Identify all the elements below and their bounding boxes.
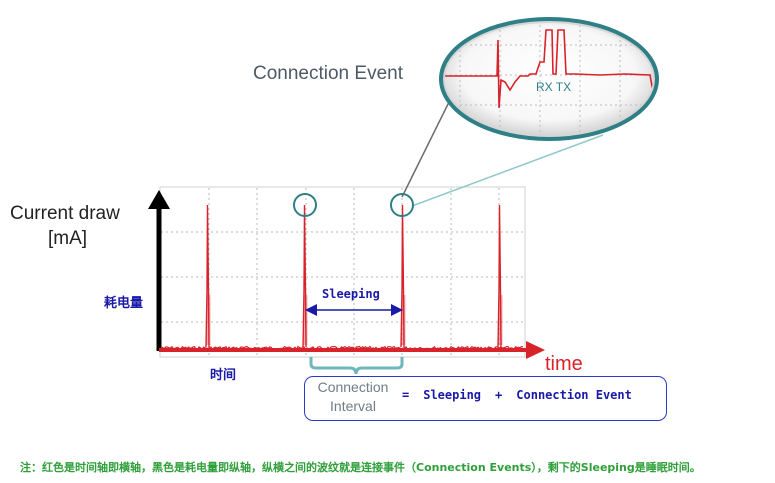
current-spike-shadow [401,295,406,345]
plus-sign: + [495,388,503,402]
rx-tx-label: RX TX [536,80,572,94]
spike-highlight-circle [293,193,317,217]
current-spike [205,204,210,348]
y-axis-title: Current draw [mA] [10,201,150,251]
y-axis-title-line1: Current draw [10,203,120,224]
magnifier-lens-inner [445,23,653,135]
current-spike [497,204,502,348]
connection-event-waveform [445,29,653,111]
connection-interval-line1: Connection [317,379,389,395]
zoom-guide-line [401,95,453,198]
plot-area [159,186,526,358]
connection-interval-bracket [309,357,404,375]
connection-interval-label: Connection Interval [309,378,397,416]
current-spike-shadow [303,295,308,345]
sleeping-label: Sleeping [322,287,380,301]
connection-interval-line2: Interval [330,398,376,414]
y-axis-title-line2: [mA] [48,228,88,249]
equation-box [304,376,667,421]
equation-term-connection-event: Connection Event [516,388,632,402]
current-spike-shadow [206,295,211,345]
zoom-guide-line [411,134,604,207]
y-axis-chinese-label: 耗电量 [104,296,144,311]
y-axis-arrowhead [148,190,170,209]
connection-event-title: Connection Event [253,63,403,84]
equals-sign: = [402,388,410,402]
equation-text: = Sleeping + Connection Event [402,388,646,402]
current-spike-shadow [498,295,503,345]
x-axis-chinese-label: 时间 [210,368,237,383]
footnote: 注：红色是时间轴即横轴，黑色是耗电量即纵轴，纵横之间的波纹就是连接事件（Conn… [20,461,701,474]
x-axis-arrowhead [526,341,545,359]
equation-term-sleeping: Sleeping [423,388,482,402]
spike-highlight-circle [390,193,414,217]
x-axis-title: time [545,353,583,375]
